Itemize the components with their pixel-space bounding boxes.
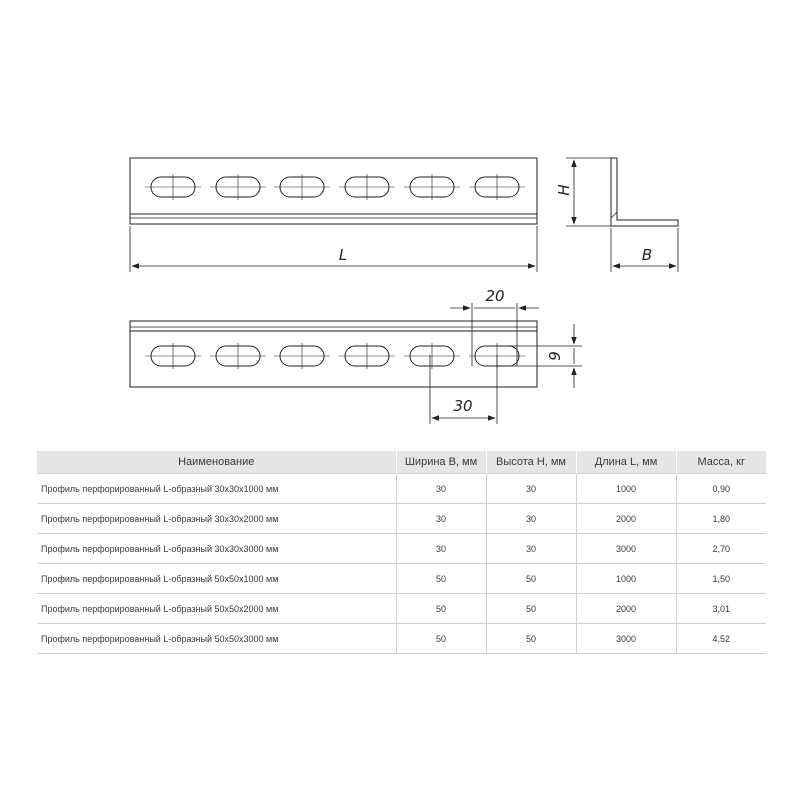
cell-mass: 1,50 (676, 563, 766, 594)
cell-width: 30 (396, 473, 487, 504)
cell-length: 2000 (576, 503, 677, 534)
hole-width-label: 9 (546, 351, 564, 361)
width-dimension (610, 228, 679, 272)
hole-width-dimension (497, 324, 582, 388)
cell-mass: 0,90 (676, 473, 766, 504)
cell-length: 1000 (576, 473, 677, 504)
table-row: Профиль перфорированный L-образный 50x50… (37, 563, 766, 594)
table-row: Профиль перфорированный L-образный 30x30… (37, 533, 766, 564)
table-row: Профиль перфорированный L-образный 50x50… (37, 623, 766, 654)
hole-length-label: 30 (453, 397, 472, 415)
cell-name: Профиль перфорированный L-образный 50x50… (37, 563, 397, 594)
cell-name: Профиль перфорированный L-образный 30x30… (37, 503, 397, 534)
cell-mass: 1,80 (676, 503, 766, 534)
cell-mass: 4,52 (676, 623, 766, 654)
header-name: Наименование (37, 451, 397, 474)
table-row: Профиль перфорированный L-образный 30x30… (37, 503, 766, 534)
cell-height: 50 (486, 623, 577, 654)
cell-name: Профиль перфорированный L-образный 30x30… (37, 473, 397, 504)
cell-width: 50 (396, 563, 487, 594)
cell-length: 1000 (576, 563, 677, 594)
cell-mass: 2,70 (676, 533, 766, 564)
profile-front-view (129, 157, 538, 225)
header-width: Ширина B, мм (396, 451, 487, 474)
height-dimension (566, 157, 611, 227)
profile-detail-view (129, 320, 538, 388)
table-body: Профиль перфорированный L-образный 30x30… (37, 473, 766, 654)
header-length: Длина L, мм (576, 451, 677, 474)
cell-length: 3000 (576, 623, 677, 654)
specification-table: Наименование Ширина B, мм Высота H, мм Д… (37, 451, 766, 654)
table-row: Профиль перфорированный L-образный 50x50… (37, 593, 766, 624)
hole-pitch-label: 20 (485, 287, 504, 305)
cell-width: 50 (396, 623, 487, 654)
cell-length: 2000 (576, 593, 677, 624)
cell-mass: 3,01 (676, 593, 766, 624)
cell-width: 30 (396, 533, 487, 564)
table-row: Профиль перфорированный L-образный 30x30… (37, 473, 766, 504)
slot-holes-row-top (145, 174, 525, 200)
header-mass: Масса, кг (676, 451, 766, 474)
cell-height: 50 (486, 593, 577, 624)
length-dimension (129, 226, 538, 272)
cell-name: Профиль перфорированный L-образный 50x50… (37, 593, 397, 624)
cell-height: 30 (486, 533, 577, 564)
height-label: H (555, 184, 573, 195)
cell-height: 30 (486, 503, 577, 534)
table-header-row: Наименование Ширина B, мм Высота H, мм Д… (37, 451, 766, 474)
cell-name: Профиль перфорированный L-образный 30x30… (37, 533, 397, 564)
technical-drawing: L H B 20 30 (129, 157, 679, 424)
cell-name: Профиль перфорированный L-образный 50x50… (37, 623, 397, 654)
length-label: L (339, 246, 347, 264)
cell-height: 50 (486, 563, 577, 594)
hole-pitch-dimension (450, 303, 539, 366)
cell-height: 30 (486, 473, 577, 504)
cell-length: 3000 (576, 533, 677, 564)
cell-width: 50 (396, 593, 487, 624)
cell-width: 30 (396, 503, 487, 534)
header-height: Высота H, мм (486, 451, 577, 474)
hole-length-dimension (429, 355, 498, 424)
profile-side-view (610, 157, 679, 227)
width-label: B (642, 246, 652, 264)
